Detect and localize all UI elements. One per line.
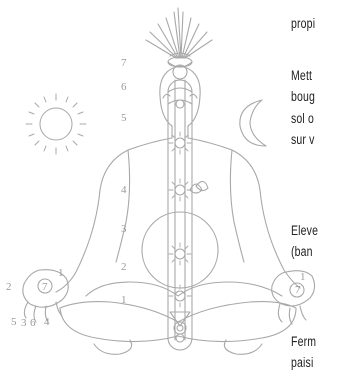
text-line-4: sol o [291,111,314,126]
lotus-flower-icon [190,181,208,193]
chakra-number-6: 6 [121,81,127,93]
text-line-6: Eleve [291,223,318,238]
left-hand-label-2: 2 [6,281,12,293]
left-hand-label-5: 5 [11,316,17,328]
spiral-icon [170,312,190,334]
chakra-points [142,65,218,342]
text-line-1: propi [291,16,315,31]
chakra-number-1: 1 [121,294,127,306]
crescent-moon-icon [240,100,266,146]
left-hand-label-7: 7 [42,281,48,293]
head-outline [160,66,200,138]
left-hand-label-1: 1 [58,267,64,279]
left-hand-label-4: 4 [44,316,50,328]
right-hand [272,271,315,324]
text-line-8: Ferm [291,334,316,349]
sun-icon [26,94,86,154]
legs-outline [60,282,296,354]
chakra-number-3: 3 [121,223,127,235]
text-line-9: paisi [291,355,313,370]
right-hand-label-1: 1 [300,271,306,283]
energy-channels [168,80,192,350]
right-hand-label-7: 7 [295,284,301,296]
chakra-sun-glyphs [169,132,191,307]
chakra-number-7: 7 [121,57,127,69]
text-line-3: boug [291,89,315,104]
text-line-5: sur v [291,132,315,147]
text-line-7: (ban [291,244,313,259]
body-outline [56,138,300,292]
chakra-number-2: 2 [121,261,127,273]
chakra-number-4: 4 [121,184,127,196]
text-line-2: Mett [291,68,312,83]
lotus-crown-icon [146,8,212,67]
left-hand-label-6: 6 [30,317,36,329]
left-hand-label-3: 3 [21,317,27,329]
chakra-number-5: 5 [121,112,127,124]
